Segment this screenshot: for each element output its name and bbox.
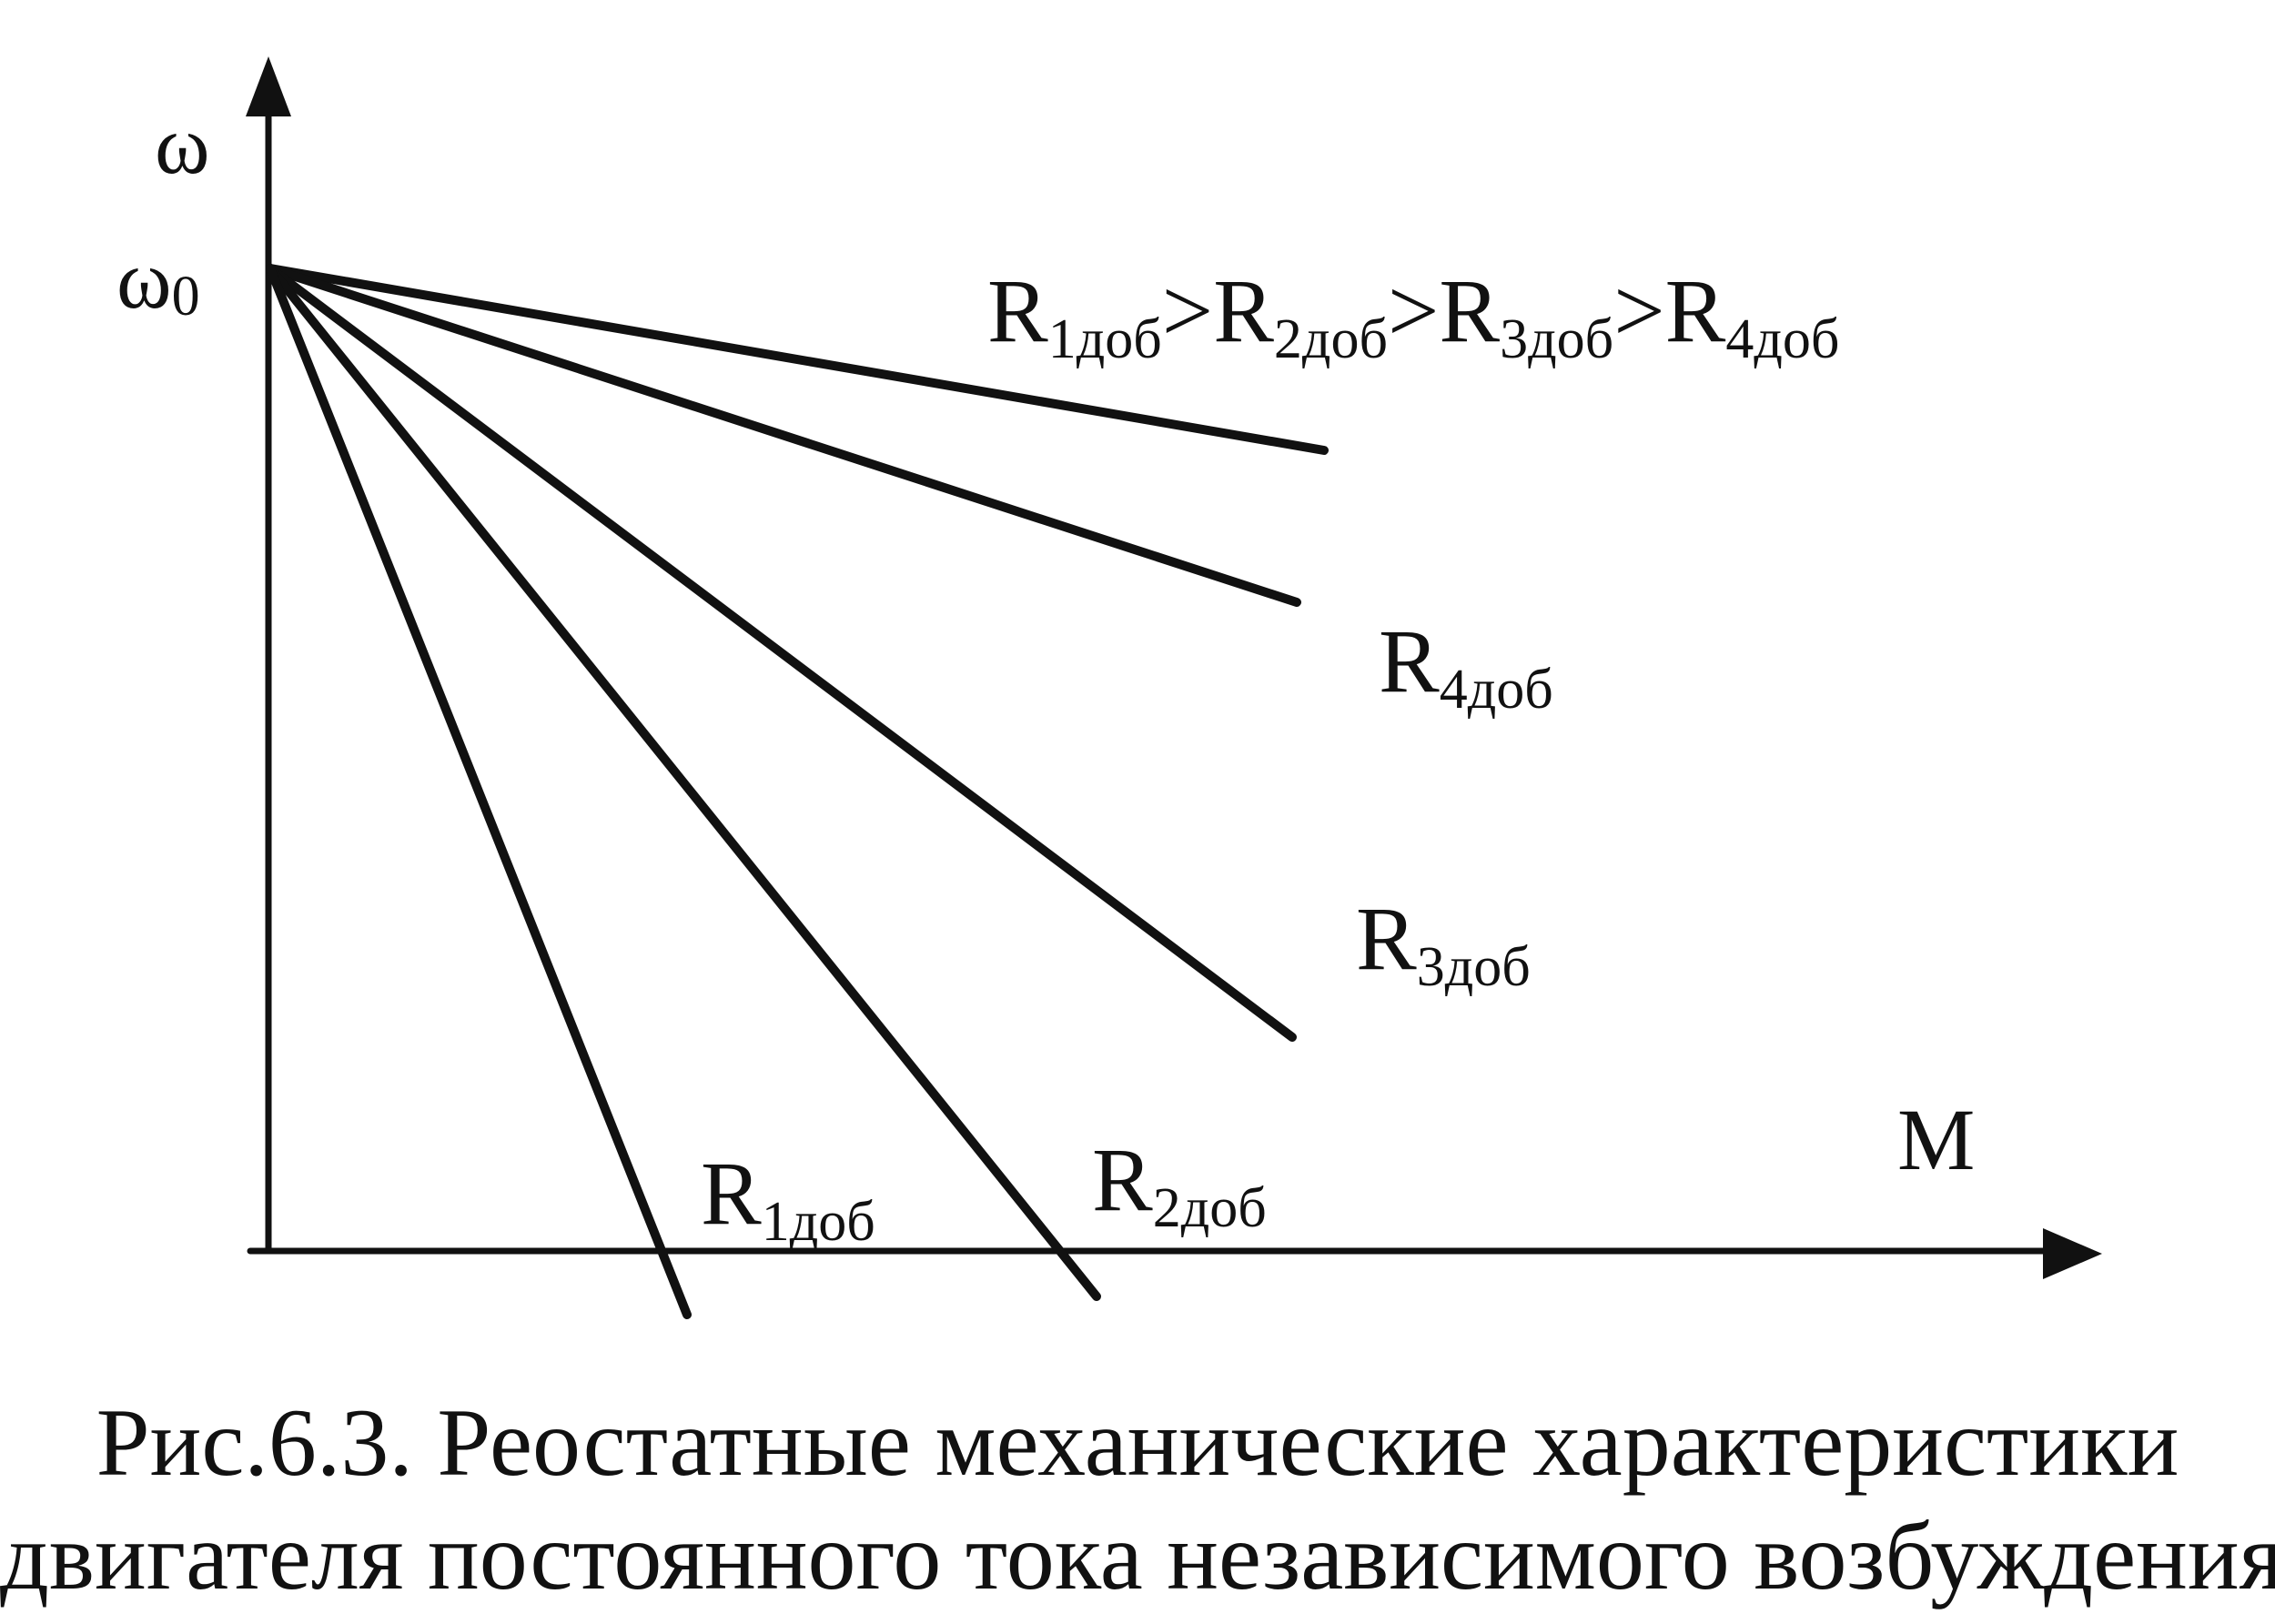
x-axis-label: M [1897,1091,1975,1188]
omega-zero-label: ω0 [116,233,200,328]
caption-line-2: двигателя постоянного тока независимого … [0,1503,2275,1609]
label-r4: R4доб [1379,610,1553,721]
resistance-inequality: R1доб>R2доб>R3доб>R4доб [987,260,1839,370]
characteristic-line-natural [266,264,1329,455]
y-axis-label: ω [155,98,210,191]
x-axis-arrow-icon [2043,1228,2102,1279]
label-r2: R2доб [1092,1129,1267,1239]
label-r1: R1доб [701,1143,875,1253]
characteristic-line-r2 [266,264,1101,1301]
characteristic-line-r3 [266,264,1297,1042]
caption-line-1: Рис.6.3. Реостатные механические характе… [96,1389,2179,1496]
characteristic-line-r4 [266,264,1301,607]
label-r3: R3доб [1356,888,1531,998]
characteristic-line-r1 [266,264,692,1319]
characteristic-lines [266,264,1329,1319]
y-axis-arrow-icon [246,56,291,116]
